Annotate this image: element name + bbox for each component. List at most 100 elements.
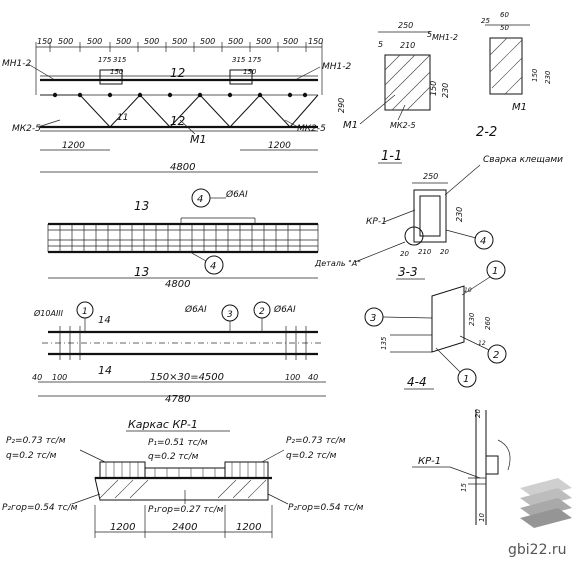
section-3-3: 3-3 1 3 10 230 260 135 12 2 [364,260,507,364]
p2gor-right: P₂гор=0.54 тс/м [288,503,364,513]
kr1-detail: КР-1 20 15 10 [412,409,511,525]
middle-view: 13 4 Ø6АI [47,188,319,290]
title-4-4: 4-4 [407,375,427,389]
dim-100-left: 100 [52,373,67,382]
dim-260: 260 [484,316,492,330]
load-dim-1200-right: 1200 [236,522,261,533]
leader-p2gor-left [71,493,101,505]
kr1-dim-10: 10 [478,513,486,522]
detail-hatch [489,37,523,95]
watermark-logo-icon [520,478,572,528]
load-title: Каркас КР-1 [128,418,198,431]
bubble-3-text: 3 [227,310,233,320]
q-left: q=0.2 тс/м [6,451,57,461]
p2gor-left: P₂гор=0.54 тс/м [2,503,78,513]
dim-60: 60 [500,11,509,19]
label-14-bottom: 14 [98,364,112,377]
p1: P₁=0.51 тс/м [148,438,208,448]
bubble-2 [487,344,507,364]
zigzag-lacing [40,94,319,128]
bubble-1-bottom [457,368,477,388]
mark-mk2-5-right: МК2-5 [297,124,326,134]
dim-4780: 4780 [165,394,190,405]
horizontal-load-hatch [99,479,267,499]
mark-mn1-2: МН1-2 [432,33,458,42]
load-block-right [224,461,269,479]
dim-210: 210 [400,41,415,50]
section-2-2: 250 210 5 5 МН1-2 150 230 М1 МК2-5 2-2 [343,21,497,140]
dim-20-b: 20 [440,248,449,256]
detail-plate [489,37,523,95]
bubble-2-text: 2 [259,307,265,317]
leader-svarka [444,164,481,196]
section-3-3-plate [431,285,465,353]
dim-100-right: 100 [285,373,300,382]
dim-500-4: 500 [144,37,159,46]
section-1-1-inner [419,195,441,237]
label-13-top: 13 [134,199,149,213]
bubble-3-text: 3 [370,313,376,324]
leader-mk2-5 [397,104,406,121]
rebar-10aiii: Ø10АIII [33,308,64,318]
dim-150: 150 [429,81,438,96]
frame-verticals [59,326,307,360]
label-m1: М1 [190,133,207,146]
leader-mk2-5-left [37,119,61,128]
dim-175-right: 175 [248,56,262,64]
dim-500-5: 500 [172,37,187,46]
dim-250: 250 [398,21,413,30]
load-dim-2400: 2400 [172,522,197,533]
load-block-mid [144,467,226,479]
watermark: gbi22.ru [508,478,572,558]
dim-500-7: 500 [228,37,243,46]
section-1-1-outline [413,189,447,243]
dim-500-2: 500 [87,37,102,46]
leader-detail-a [354,241,406,263]
watermark-text: gbi22.ru [508,542,567,558]
leader-bubble-1-top [461,276,491,296]
leader-mk2-5-right [284,119,299,128]
note-svarka: Сварка клещами [483,155,563,165]
mark-mn1-2-left: МН1-2 [2,59,32,69]
dim-40-right: 40 [308,373,318,382]
leader-kr1 [383,209,416,223]
dim-50: 50 [500,24,509,32]
mark-mk2-5: МК2-5 [390,121,416,130]
bubble-4-bottom-text: 4 [210,261,216,272]
title-2-2: 2-2 [476,125,497,140]
kr1-label: КР-1 [418,456,441,467]
leader-mn1-2-right [294,66,321,81]
rebar-6ai: Ø6АI [225,189,248,200]
p2-right: P₂=0.73 тс/м [286,436,346,446]
dim-500-1: 500 [58,37,73,46]
dim-175-left: 175 [98,56,112,64]
section-1-1: 1-1 Сварка клещами 250 230 КР-1 Деталь "… [314,149,563,268]
top-view: 150 500 500 500 500 500 500 500 500 500 … [2,37,352,173]
dim-ticks [35,42,323,95]
p1gor: P₁гор=0.27 тс/м [148,505,224,515]
dim-500-6: 500 [200,37,215,46]
label-13-bottom: 13 [134,265,149,279]
leader-m1 [359,94,396,125]
embedded-plate-left [99,69,123,85]
label-12-top: 12 [170,66,185,80]
rebar-6ai-mid: Ø6АI [184,304,207,315]
rebar-6ai-right: Ø6АI [273,304,296,315]
dim-250: 250 [423,172,438,181]
q-right: q=0.2 тс/м [286,451,337,461]
dim-230: 230 [468,312,476,326]
load-arrows [105,462,265,478]
p2-left: P₂=0.73 тс/м [6,436,66,446]
leader-bubble-4 [445,229,477,239]
bubble-1-top [486,260,506,280]
dim-135: 135 [380,336,388,350]
mark-kr1: КР-1 [366,217,387,227]
dim-500-9: 500 [283,37,298,46]
dim-150-left: 150 [37,37,52,46]
bubble-1-text: 1 [82,307,88,317]
mark-m1: М1 [512,102,527,113]
title-3-3: 3-3 [398,265,418,279]
detail-a-label: Деталь "А" [314,259,361,268]
embedded-plate-right [229,69,253,85]
